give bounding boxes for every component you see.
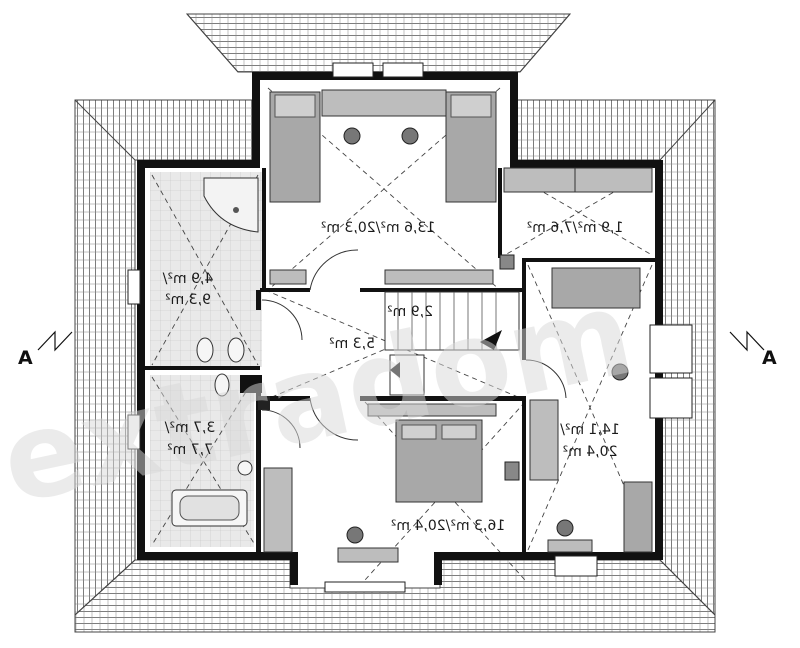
label-storage-right: 1,9 m²/7,6 m²	[527, 220, 624, 236]
room-labels: 13,6 m²/20,3 m² 1,9 m²/7,6 m² 4,9 m²/ 9,…	[162, 220, 623, 534]
label-bedroom-top: 13,6 m²/20,3 m²	[321, 220, 435, 236]
windows	[127, 62, 693, 593]
label-bathroom-lower-2: 7,7 m²	[167, 442, 213, 458]
section-label-left: A	[18, 347, 33, 369]
section-marker-right: A	[729, 330, 777, 369]
label-bathroom-upper-1: 4,9 m²/	[162, 271, 213, 287]
label-bathroom-upper-2: 9,3 m²	[165, 292, 211, 308]
roof	[74, 13, 716, 633]
furniture	[171, 89, 653, 563]
label-bathroom-lower-1: 3,7 m²/	[164, 420, 215, 436]
label-bedroom-right-1: 14,1 m²/	[560, 422, 620, 438]
label-hall: 5,3 m²	[329, 336, 375, 352]
label-bedroom-bottom: 16,3 m²/20,4 m²	[391, 518, 505, 534]
section-label-right: A	[762, 347, 777, 369]
label-stair-landing: 2,9 m²	[387, 304, 433, 320]
label-bedroom-right-2: 20,4 m²	[563, 444, 618, 460]
section-marker-left: A	[18, 330, 73, 369]
doors	[261, 249, 567, 449]
